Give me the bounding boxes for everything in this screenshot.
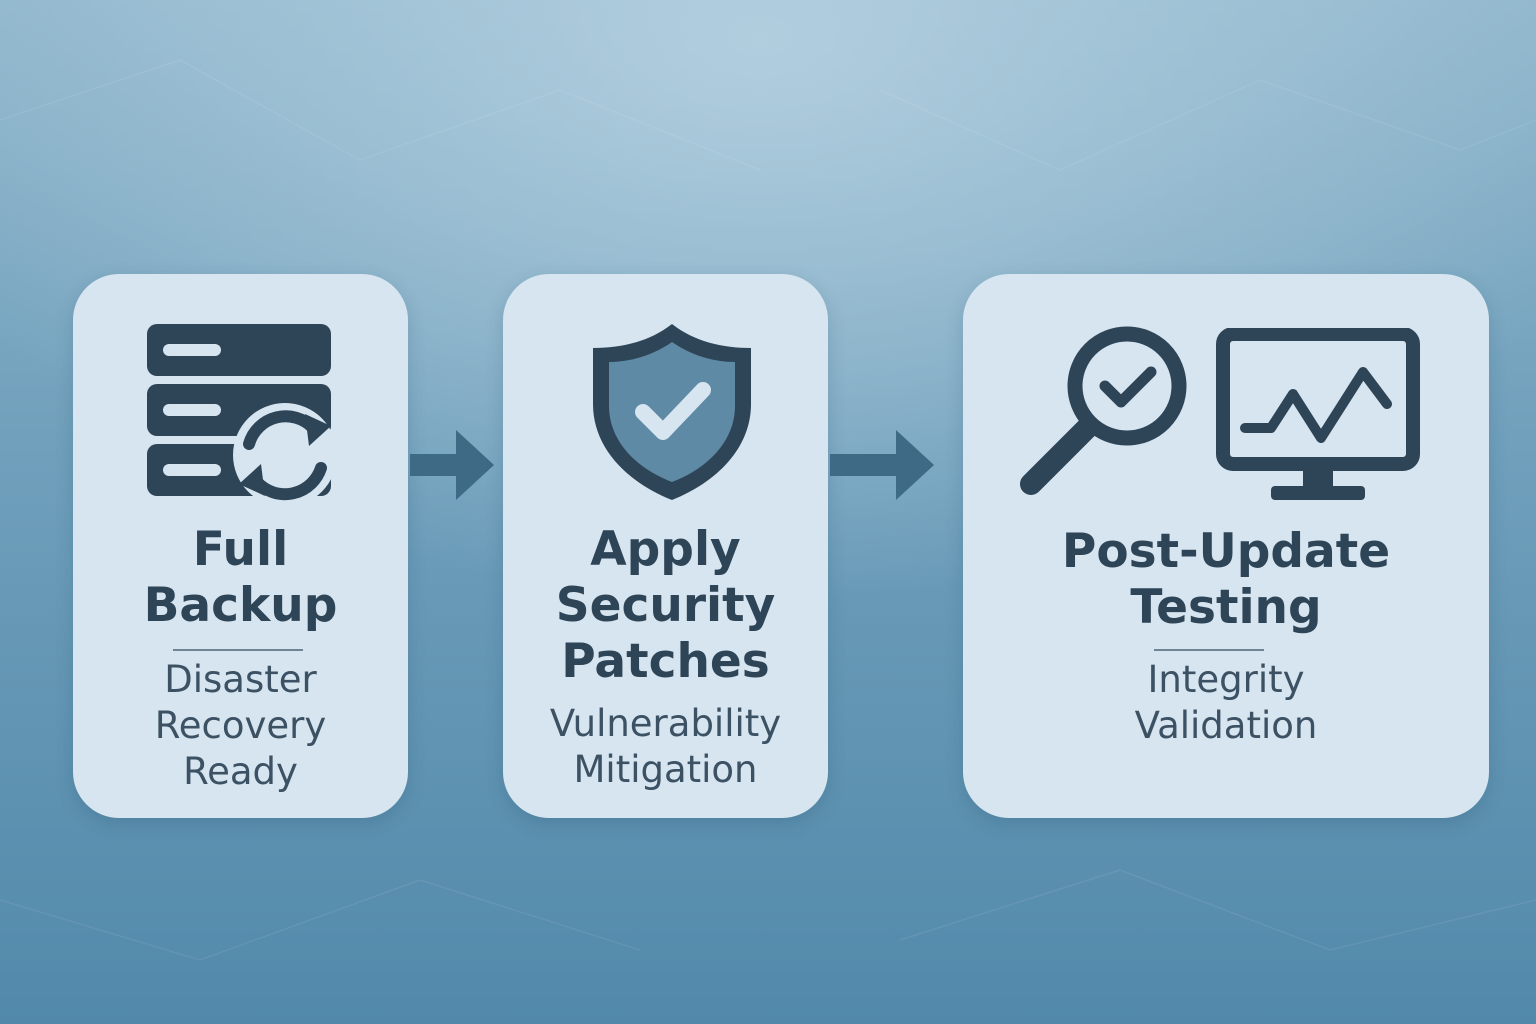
step-title: Apply Security Patches: [555, 522, 776, 689]
magnifier-check-icon: [1020, 326, 1187, 495]
arrow-right-icon: [410, 430, 494, 500]
arrow-right-icon: [830, 430, 934, 500]
step-title: Full Backup: [143, 522, 338, 633]
step-subtitle: Vulnerability Mitigation: [549, 702, 782, 791]
shield-check-icon: [593, 324, 751, 500]
step-title: Post-Update Testing: [1061, 524, 1391, 635]
step-card-post-update-testing: Post-Update Testing Integrity Validation: [963, 274, 1489, 818]
step-card-full-backup: Full Backup Disaster Recovery Ready: [73, 274, 408, 818]
divider: [1154, 649, 1264, 651]
divider: [173, 649, 303, 651]
server-backup-icon: [147, 324, 337, 507]
step-card-security-patches: Apply Security Patches Vulnerability Mit…: [503, 274, 828, 818]
monitor-chart-icon: [1216, 328, 1420, 500]
step-subtitle: Integrity Validation: [1134, 658, 1318, 747]
step-subtitle: Disaster Recovery Ready: [154, 658, 327, 793]
